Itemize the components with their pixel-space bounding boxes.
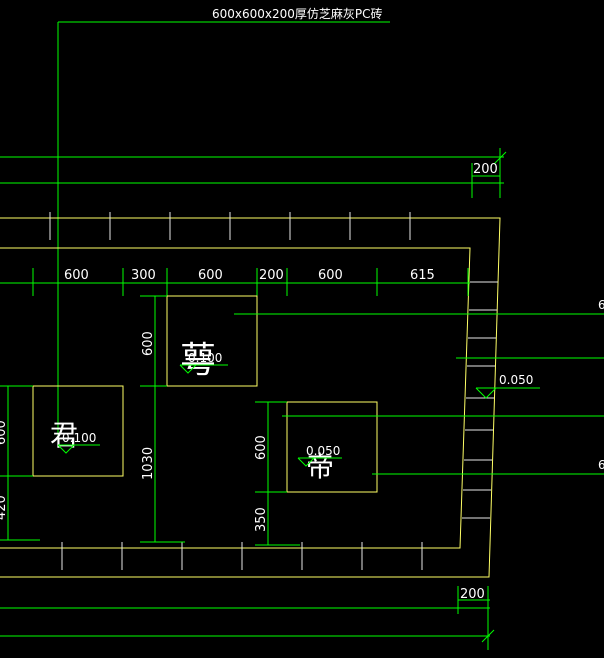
wall-outline: [0, 217, 501, 578]
vdim-600-right: 600: [254, 435, 269, 460]
bottom-band-lines: [0, 586, 495, 650]
bottom-wall-dim: 200: [460, 587, 485, 602]
material-note: 600x600x200厚仿芝麻灰PC砖: [212, 6, 383, 21]
top-band-lines: [0, 148, 507, 198]
plant-glyph-middle: 萼: [180, 340, 216, 381]
vdim-350: 350: [254, 507, 269, 532]
horizontal-dim-chain: [0, 268, 470, 296]
vdim-600-middle: 600: [141, 331, 156, 356]
vertical-dims: [0, 295, 300, 546]
plant-glyph-right: 帝: [306, 450, 334, 483]
right-joint-ticks: [462, 281, 498, 519]
dim-615: 615: [410, 268, 435, 283]
right-leaders: [234, 313, 604, 475]
vdim-600-left: 600: [0, 420, 9, 445]
top-wall-dim: 200: [473, 162, 498, 177]
elev-wall: 0.050: [499, 373, 533, 387]
elev-middle: 0.100: [188, 351, 222, 365]
elev-right: 0.050: [306, 444, 340, 458]
material-leader: [57, 21, 390, 445]
bottom-joint-ticks: [61, 542, 423, 570]
pit-left[interactable]: [32, 385, 124, 477]
top-joint-ticks: [49, 212, 411, 240]
pit-right[interactable]: [286, 401, 378, 493]
dim-300: 300: [131, 268, 156, 283]
vdim-420: 420: [0, 495, 9, 520]
plant-glyph-left: 君: [50, 419, 78, 452]
edge-mark-bottom: 6: [598, 458, 604, 472]
elevation-markers: [57, 364, 540, 467]
vdim-1030: 1030: [141, 447, 156, 480]
dim-600-c: 600: [318, 268, 343, 283]
elev-left: 0.100: [62, 431, 96, 445]
dim-600-b: 600: [198, 268, 223, 283]
dim-600-a: 600: [64, 268, 89, 283]
pit-middle[interactable]: [166, 295, 258, 387]
dim-200: 200: [259, 268, 284, 283]
edge-mark-top: 6: [598, 298, 604, 312]
